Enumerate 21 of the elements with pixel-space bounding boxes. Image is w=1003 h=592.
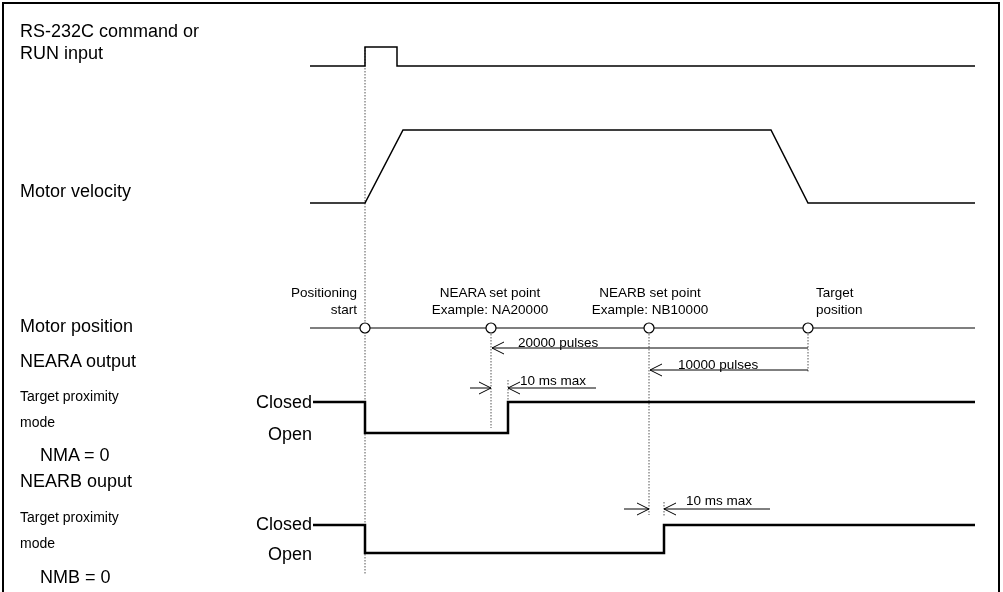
mode-label: Target proximity mode — [20, 508, 120, 553]
signal-label: NEARA output — [20, 350, 138, 372]
level-label: Closed — [254, 391, 312, 413]
dimension-label: 20000 pulses — [518, 334, 600, 351]
point-label: NEARA set point Example: NA20000 — [430, 284, 550, 318]
signal-label: Motor velocity — [20, 180, 133, 202]
signal-label: Motor position — [20, 315, 135, 337]
point-label: NEARB set point Example: NB10000 — [590, 284, 710, 318]
signal-label: RS-232C command or RUN input — [20, 20, 201, 64]
level-label: Open — [266, 423, 312, 445]
point-label: Target position — [816, 284, 864, 318]
level-label: Open — [266, 543, 312, 565]
signal-label: NEARB ouput — [20, 470, 134, 492]
setting-label: NMB = 0 — [40, 566, 112, 588]
point-label: Positioning start — [289, 284, 357, 318]
setting-label: NMA = 0 — [40, 444, 111, 466]
dimension-label: 10 ms max — [686, 492, 754, 509]
dimension-label: 10 ms max — [520, 372, 588, 389]
level-label: Closed — [254, 513, 312, 535]
mode-label: Target proximity mode — [20, 387, 120, 432]
dimension-label: 10000 pulses — [678, 356, 760, 373]
